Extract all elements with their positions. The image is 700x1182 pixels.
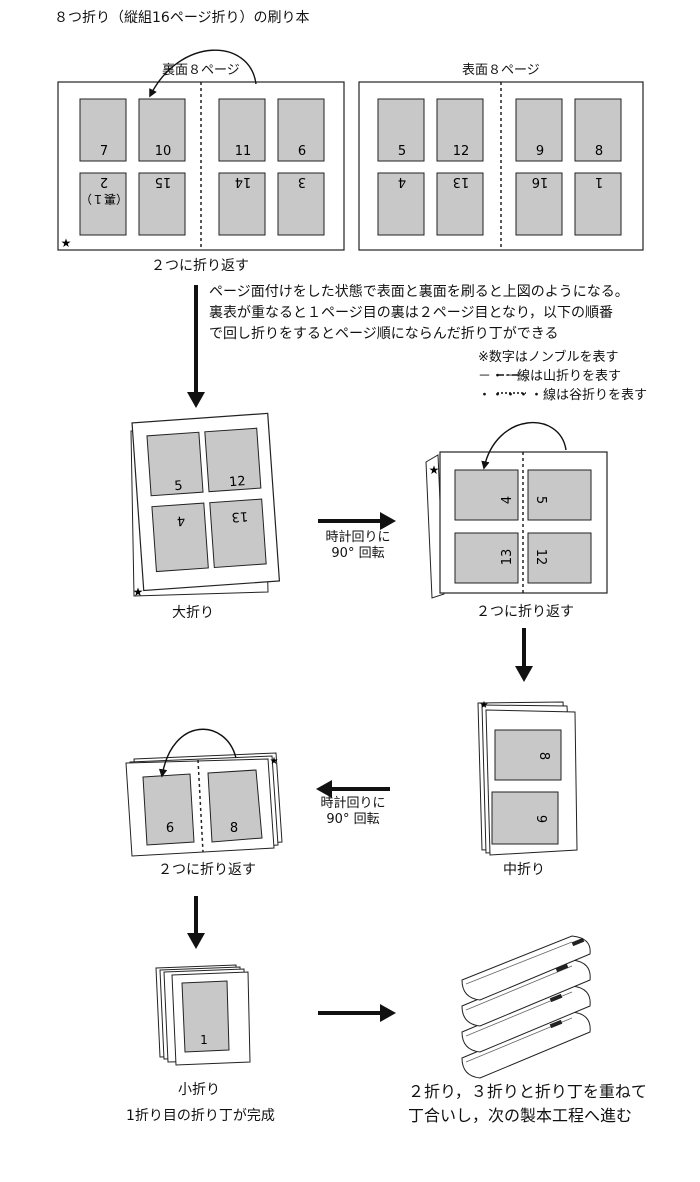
back-side-label: 裏面８ページ: [162, 63, 240, 78]
rotate-line: 時計回りに: [320, 796, 386, 811]
page-box: [138, 98, 186, 162]
page-number: 3: [298, 174, 306, 189]
page-number: 4: [176, 512, 185, 528]
page-number: 11: [235, 144, 252, 159]
page-box: [209, 498, 267, 569]
page-number: 13: [231, 508, 249, 524]
rotate-line: 90° 回転: [331, 546, 385, 562]
page-number: 12: [533, 549, 548, 566]
page-box: [377, 98, 425, 162]
small-fold-sublabel: 1折り目の折り丁が完成: [126, 1108, 275, 1124]
page-number: 12: [453, 144, 470, 159]
fold-back-2-figure: 6 8 ★: [125, 752, 283, 857]
page-box: [515, 98, 563, 162]
front-side-label: 表面８ページ: [462, 63, 540, 78]
page-box: [436, 172, 484, 236]
fold-back-2-label: ２つに折り返す: [158, 862, 256, 878]
page-number: 15: [155, 174, 172, 189]
page-box: [218, 98, 266, 162]
page-box: [454, 532, 519, 584]
middle-fold-label: 中折り: [503, 862, 545, 878]
big-fold-figure: 5 12 4 13 ★: [130, 412, 281, 599]
stacked-signatures-figure: [461, 935, 591, 1079]
page-box: [574, 98, 622, 162]
legend-item: ・・・・・線は谷折りを表す: [478, 388, 648, 403]
page-number: 5: [174, 479, 183, 495]
star-mark: ★: [429, 463, 440, 477]
final-caption-1: ２折り，３折りと折り丁を重ねて: [408, 1082, 647, 1101]
fold-caption: ２つに折り返す: [151, 258, 249, 274]
page-number: 8: [595, 144, 603, 159]
page-number: 6: [166, 821, 174, 836]
page-box: [151, 502, 209, 573]
big-fold-label: 大折り: [172, 605, 214, 621]
small-fold-figure: 1: [155, 964, 251, 1066]
page-box: [138, 172, 186, 236]
legend-item: －・－線は山折りを表す: [478, 369, 622, 384]
legend: ※数字はノンブルを表す －・－線は山折りを表す ・・・・・線は谷折りを表す: [478, 348, 647, 405]
page-number: 8: [230, 821, 238, 836]
page-box: [491, 791, 559, 845]
rotate-label-2: 時計回りに 90° 回転: [313, 796, 393, 829]
page-box: [494, 729, 562, 781]
page-number: 9: [533, 815, 548, 823]
page-number: 8: [536, 752, 551, 760]
page-box: [277, 98, 325, 162]
page-box: [454, 469, 519, 521]
page-number: 16: [532, 174, 549, 189]
page-box: [79, 98, 127, 162]
page-box: [277, 172, 325, 236]
page-title: ８つ折り（縦組16ページ折り）の刷り本: [54, 10, 310, 26]
page-number: 14: [235, 174, 252, 189]
small-fold-label: 小折り: [178, 1082, 220, 1098]
page-number: 13: [500, 549, 515, 566]
explanation-line: 裏表が重なると１ページ目の裏は２ページ目となり，以下の順番: [209, 305, 614, 321]
final-caption-2: 丁合いし，次の製本工程へ進む: [408, 1106, 633, 1125]
fold-back-1-label: ２つに折り返す: [476, 604, 574, 620]
star-mark: ★: [61, 236, 72, 250]
page-box: [377, 172, 425, 236]
rotate-label-1: 時計回りに 90° 回転: [318, 530, 398, 563]
page-number: 7: [100, 144, 108, 159]
page-number: 6: [298, 144, 306, 159]
legend-item: ※数字はノンブルを表す: [478, 350, 619, 365]
page-box: [527, 469, 592, 521]
page-number: 4: [398, 174, 406, 189]
page-box: [79, 172, 127, 236]
explanation-text: ページ面付けをした状態で表面と裏面を刷ると上図のようになる。 裏表が重なると１ペ…: [209, 282, 629, 345]
page-number: 5: [533, 496, 548, 504]
front-sheet: 5 12 9 8 4 13 16 1: [358, 81, 644, 251]
page-box: [436, 98, 484, 162]
page-number: 13: [453, 174, 470, 189]
rotate-line: 時計回りに: [325, 530, 391, 545]
page-number: 1: [200, 1033, 208, 1047]
page-box: [218, 172, 266, 236]
star-mark: ★: [133, 585, 144, 599]
page-note: （裏１）: [80, 192, 128, 207]
middle-fold-figure: 8 9 ★: [477, 700, 578, 856]
rotate-line: 90° 回転: [326, 812, 380, 828]
page-number: 5: [398, 144, 406, 159]
page-box: [515, 172, 563, 236]
page-number: 2: [100, 174, 108, 189]
page-number: 4: [500, 496, 515, 504]
page-box: [527, 532, 592, 584]
explanation-line: で回し折りをするとページ順にならんだ折り丁ができる: [209, 326, 559, 342]
fold-arrow: [149, 49, 257, 98]
page-number: 12: [229, 474, 247, 490]
star-mark: ★: [270, 756, 279, 767]
page-number: 10: [155, 144, 172, 159]
page-box: [146, 431, 204, 497]
back-sheet: 7 10 11 6 2 （裏１） 15 14 3 ★: [57, 81, 345, 251]
explanation-line: ページ面付けをした状態で表面と裏面を刷ると上図のようになる。: [209, 284, 629, 300]
fold-arrow: [481, 421, 567, 470]
page-box: [204, 427, 262, 493]
star-mark: ★: [480, 700, 489, 711]
page-number: 1: [595, 174, 603, 189]
page-box: [574, 172, 622, 236]
rotated-sheet-figure: 4 5 13 12 ★: [425, 451, 608, 599]
fold-arrow: [158, 728, 237, 778]
page-number: 9: [536, 144, 544, 159]
